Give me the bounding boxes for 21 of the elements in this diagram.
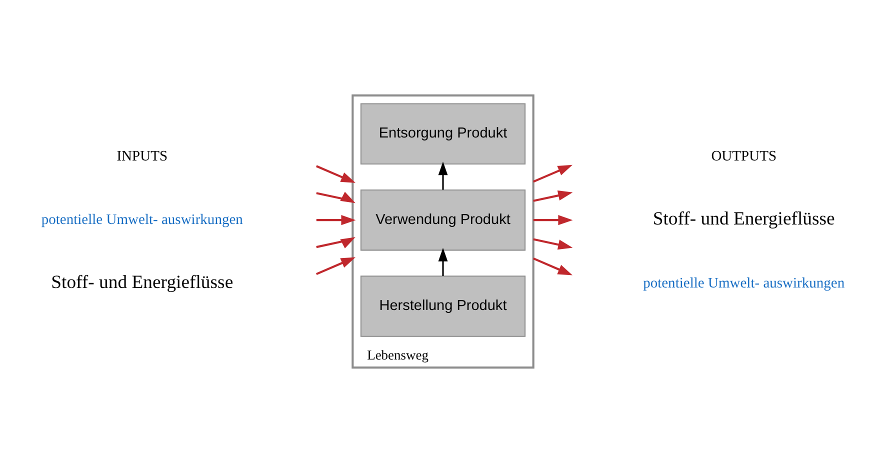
label: potentielle Umwelt- auswirkungen (41, 212, 243, 228)
arrow (316, 214, 356, 226)
arrow (438, 162, 448, 190)
arrow (438, 248, 448, 276)
arrow (532, 164, 572, 183)
label: Stoff- und Energieflüsse (652, 208, 835, 230)
arrow (316, 237, 356, 248)
arrow (316, 165, 356, 183)
arrow (532, 258, 572, 276)
label: Stoff- und Energieflüsse (51, 272, 234, 293)
label: potentielle Umwelt- auswirkungen (643, 275, 845, 292)
node-box: Verwendung Produkt (360, 189, 526, 251)
label: INPUTS (116, 148, 168, 165)
node-box: Herstellung Produkt (360, 276, 526, 337)
arrow (316, 257, 356, 275)
node-box: Entsorgung Produkt (360, 103, 526, 165)
arrow (533, 214, 573, 226)
arrow (533, 190, 573, 202)
arrow (533, 238, 573, 250)
arrow (316, 192, 356, 204)
label: OUTPUTS (711, 148, 777, 165)
